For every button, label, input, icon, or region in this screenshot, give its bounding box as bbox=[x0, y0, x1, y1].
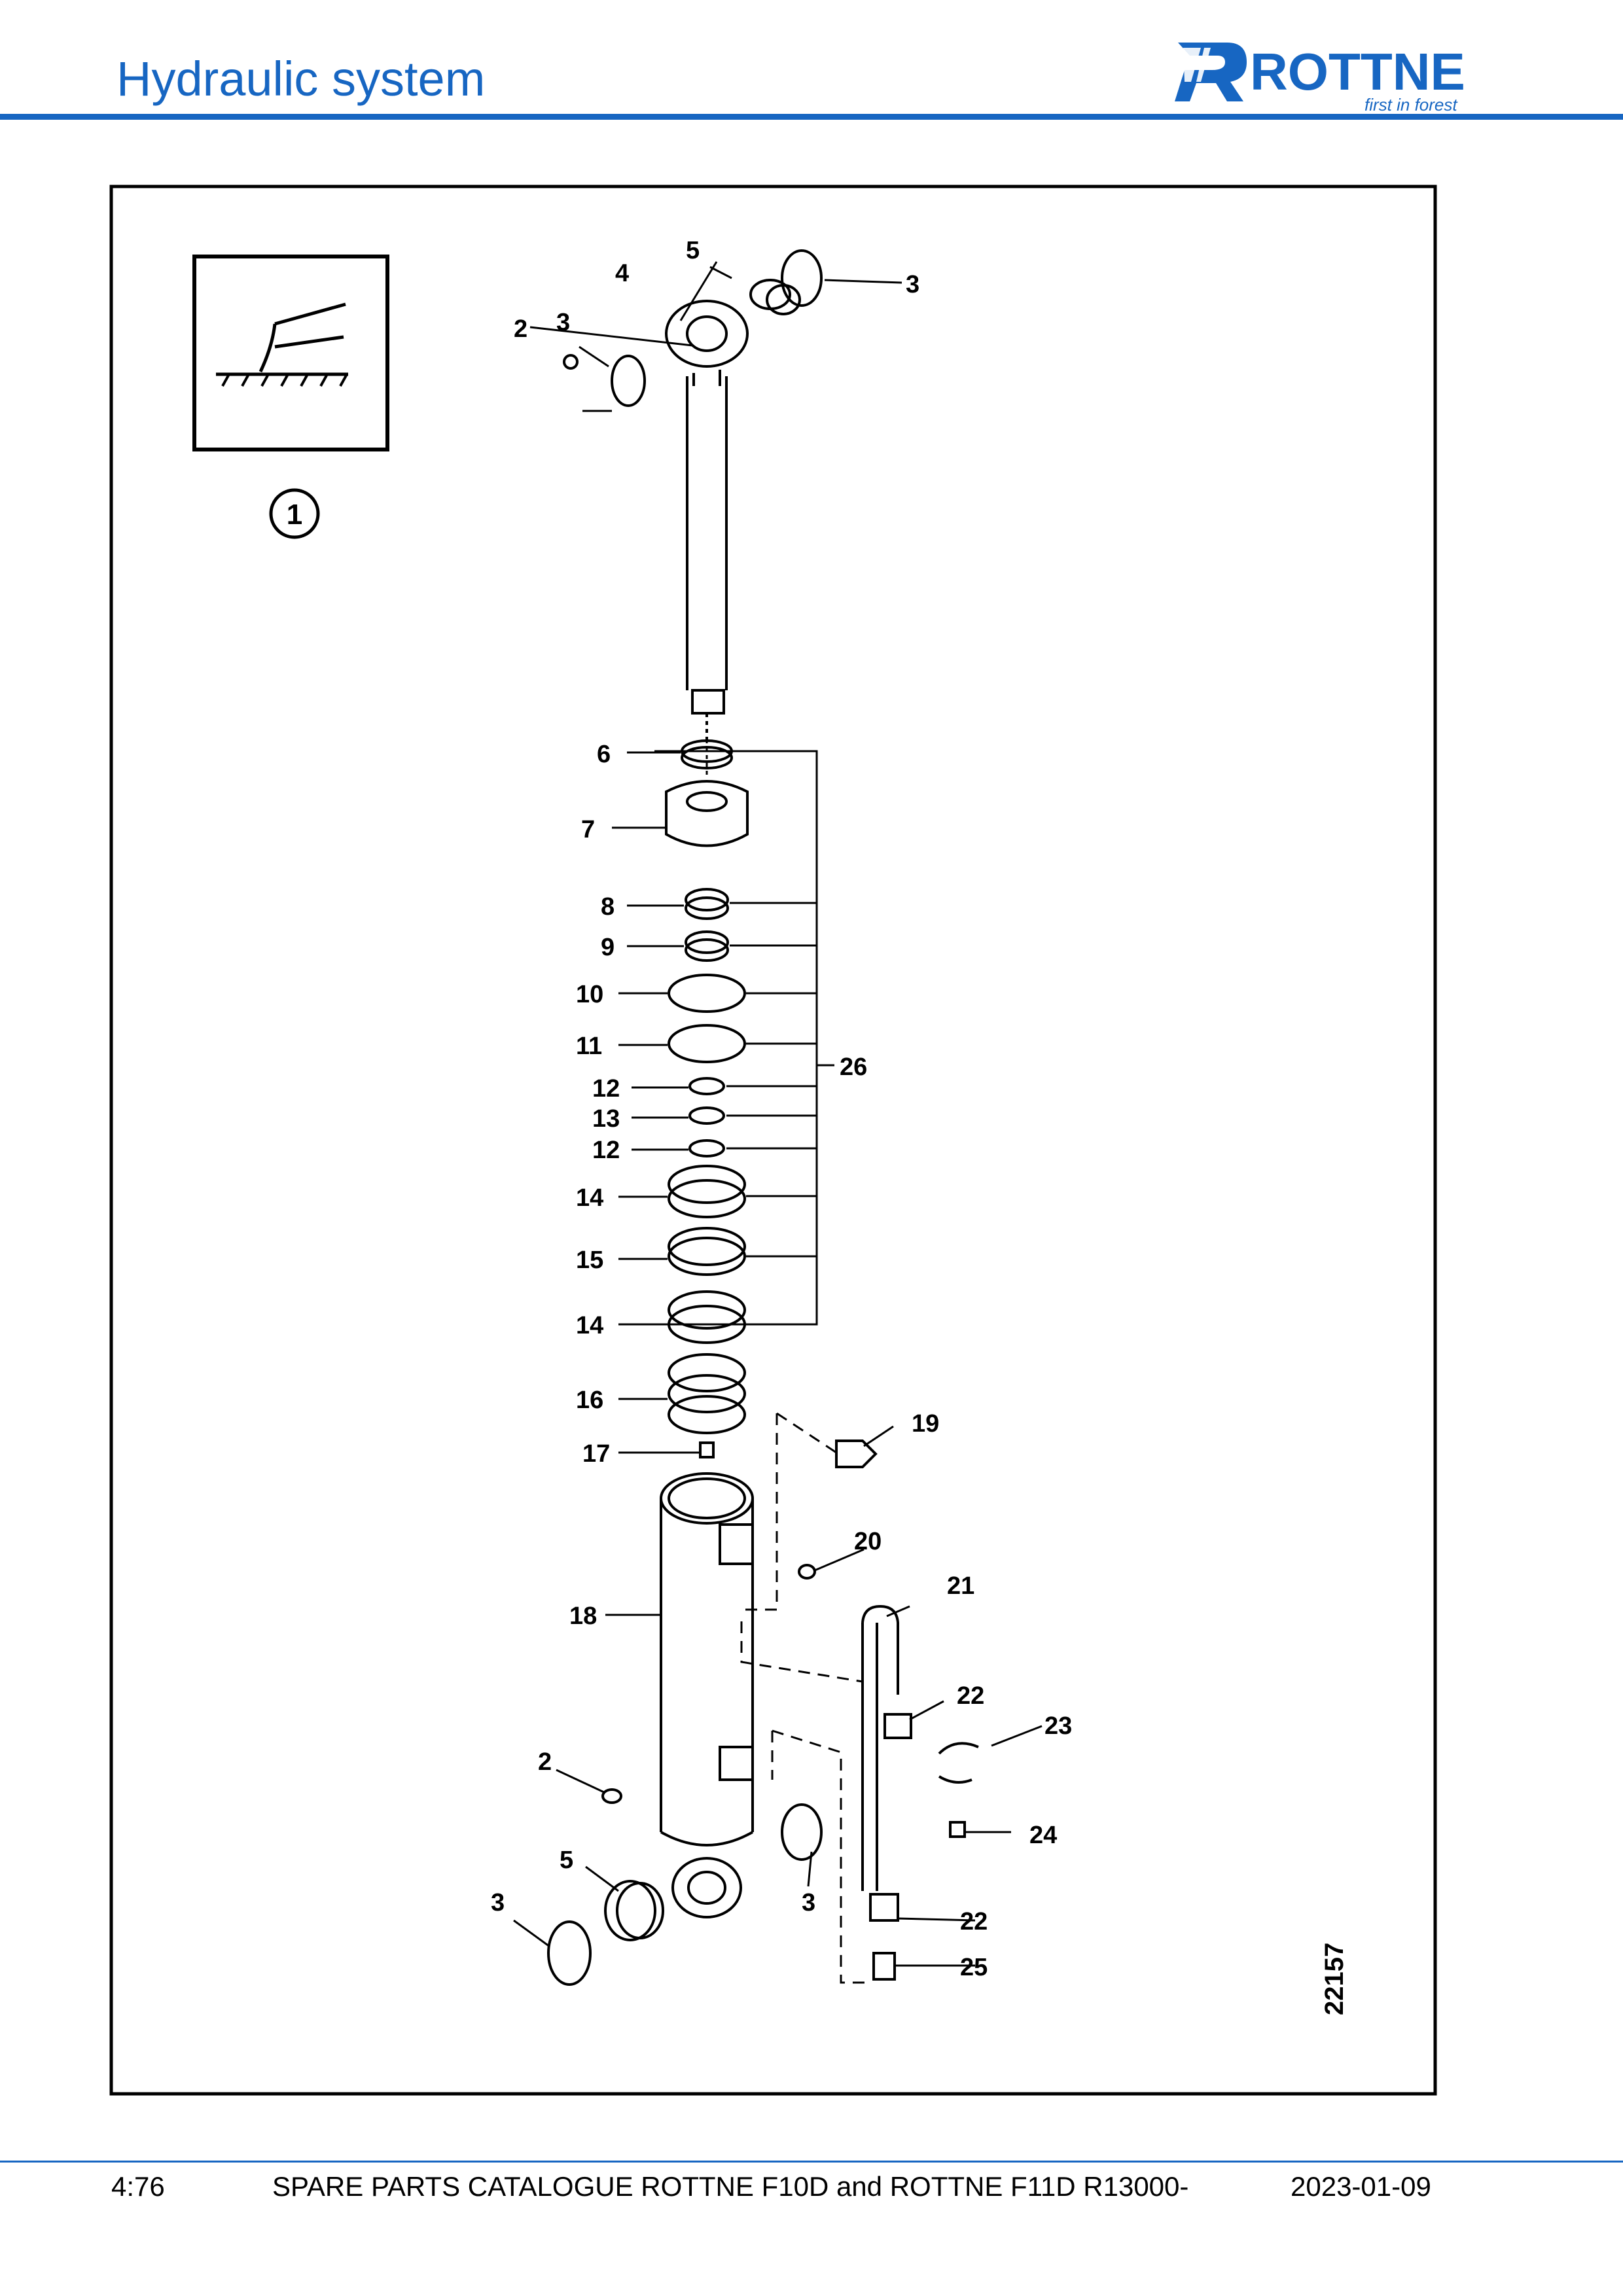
callout-6: 6 bbox=[597, 741, 611, 768]
callout-8: 8 bbox=[601, 893, 615, 921]
crane-boom-ground-icon bbox=[192, 255, 389, 451]
callout-15: 15 bbox=[576, 1246, 603, 1274]
callout-5: 5 bbox=[560, 1846, 573, 1874]
diagram-frame bbox=[109, 185, 1437, 2096]
page-title: Hydraulic system bbox=[116, 52, 486, 106]
piston-rod bbox=[686, 376, 728, 739]
callout-22: 22 bbox=[957, 1682, 984, 1710]
callout-12: 12 bbox=[592, 1075, 620, 1103]
callout-12: 12 bbox=[592, 1137, 620, 1164]
callout-3: 3 bbox=[802, 1889, 815, 1916]
callout-18: 18 bbox=[569, 1602, 597, 1630]
fittings-and-pipe bbox=[547, 1439, 979, 1986]
callout-2: 2 bbox=[538, 1748, 552, 1776]
rottne-logo-mark bbox=[1175, 43, 1247, 101]
svg-text:1: 1 bbox=[287, 499, 302, 531]
rod-eye bbox=[665, 300, 749, 386]
callout-11: 11 bbox=[576, 1033, 602, 1060]
drawing-number: 22157 bbox=[1320, 1943, 1349, 2015]
callout-26: 26 bbox=[840, 1053, 867, 1081]
callout-17: 17 bbox=[582, 1440, 610, 1468]
callout-14: 14 bbox=[576, 1312, 603, 1339]
footer-catalogue-title: SPARE PARTS CATALOGUE ROTTNE F10D and RO… bbox=[272, 2171, 1189, 2202]
part-callouts: 2 3 4 5 3 6 7 8 9 10 11 12 13 12 14 15 1… bbox=[491, 237, 1072, 1981]
brand-name: ROTTNE bbox=[1250, 43, 1465, 101]
callout-14: 14 bbox=[576, 1184, 603, 1212]
callout-24: 24 bbox=[1029, 1822, 1057, 1849]
rottne-logo: ROTTNE first in forest bbox=[1175, 43, 1465, 115]
leader-lines bbox=[513, 261, 1043, 1967]
cylinder-barrel bbox=[660, 1472, 754, 1918]
callout-5: 5 bbox=[686, 237, 700, 264]
kit-bracket bbox=[654, 750, 818, 1326]
upper-bushing bbox=[563, 249, 823, 407]
header-rule bbox=[0, 114, 1623, 120]
callout-3: 3 bbox=[491, 1889, 505, 1916]
seal-stack bbox=[665, 739, 749, 1458]
callout-22: 22 bbox=[960, 1908, 988, 1935]
footer-page-number: 4:76 bbox=[111, 2171, 165, 2202]
callout-2: 2 bbox=[514, 315, 527, 343]
callout-20: 20 bbox=[854, 1528, 882, 1555]
view-index-badge: 1 bbox=[269, 488, 320, 539]
callout-21: 21 bbox=[947, 1572, 974, 1600]
callout-25: 25 bbox=[960, 1954, 988, 1981]
callout-19: 19 bbox=[912, 1410, 939, 1438]
callout-4: 4 bbox=[615, 260, 629, 287]
footer-rule bbox=[0, 2161, 1623, 2163]
callout-3: 3 bbox=[556, 309, 570, 336]
callout-16: 16 bbox=[576, 1386, 603, 1414]
brand-tagline: first in forest bbox=[1364, 95, 1458, 115]
kit-bracket-ticks bbox=[726, 902, 834, 1258]
callout-3: 3 bbox=[906, 271, 919, 298]
callout-10: 10 bbox=[576, 981, 603, 1008]
callout-7: 7 bbox=[581, 816, 595, 843]
callout-13: 13 bbox=[592, 1105, 620, 1133]
footer-date: 2023-01-09 bbox=[1291, 2171, 1431, 2202]
callout-23: 23 bbox=[1044, 1712, 1072, 1740]
callout-9: 9 bbox=[601, 934, 615, 961]
dashed-reference-lines bbox=[740, 1412, 870, 1984]
